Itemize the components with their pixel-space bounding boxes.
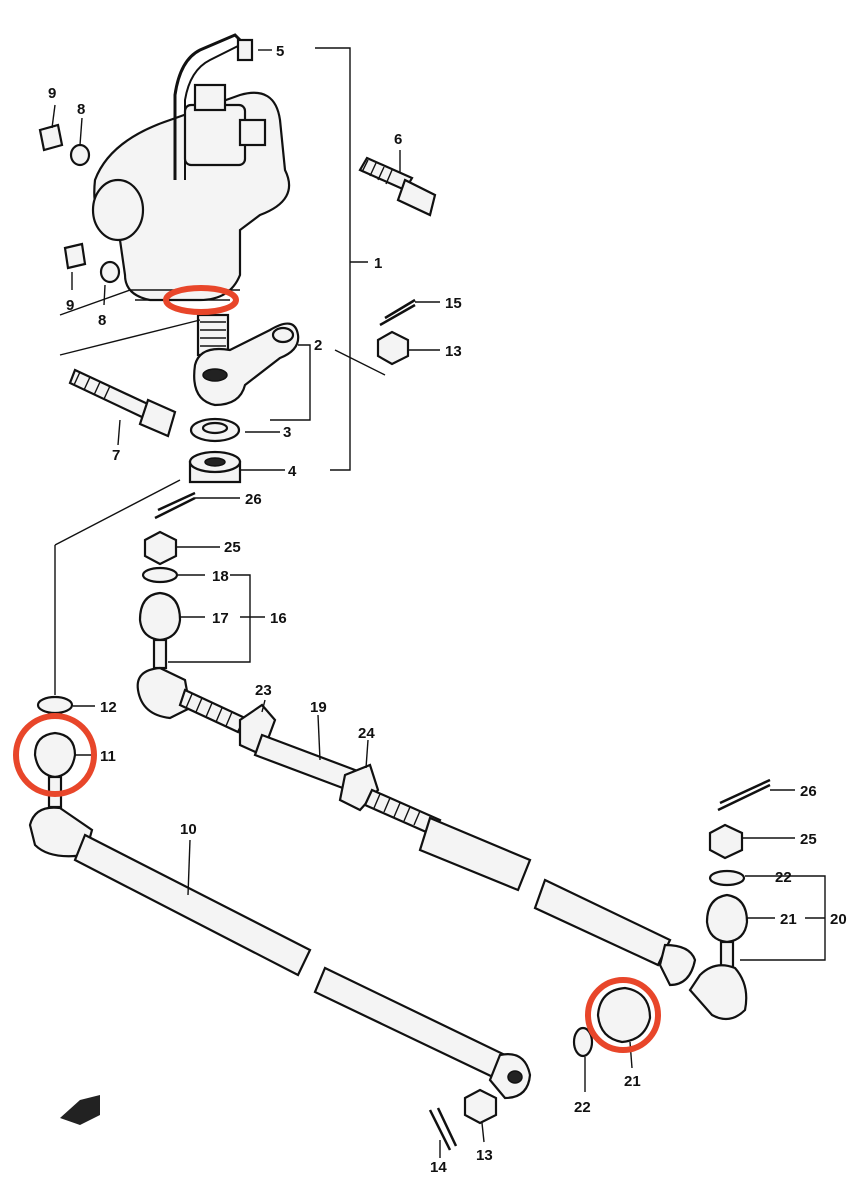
part-labels: 5 6 1 9 8 9 8 15 2 13 3 7 4 26 25 18 17 … [48,43,847,1176]
label-11: 11 [100,748,116,765]
seal-ring-22-right [708,869,746,887]
mounting-bolt-upper [358,156,437,217]
washer-8-lower [99,260,121,284]
label-10: 10 [180,821,197,838]
label-6: 6 [394,131,402,148]
label-13-upper: 13 [445,343,462,360]
highlight-oval-pitman-seal [163,285,239,315]
label-25-left: 25 [224,539,241,556]
label-18: 18 [212,568,229,585]
dust-boot-21-lower [596,986,652,1044]
label-8-lower: 8 [98,312,106,329]
label-17: 17 [212,610,229,627]
label-8-upper: 8 [77,101,85,118]
drag-link-assembly [136,666,697,987]
nut-9-upper [38,123,64,152]
seal-ring-18 [141,566,179,584]
label-9-lower: 9 [66,297,74,314]
dust-boot-21-right [705,893,749,944]
label-26-left: 26 [245,491,262,508]
label-16: 16 [270,610,287,627]
label-9-upper: 9 [48,85,56,102]
ball-stud-11 [33,731,77,779]
label-13-lower: 13 [476,1147,493,1164]
mounting-bolt-lower [68,368,177,438]
label-23: 23 [255,682,272,699]
label-22-right: 22 [775,869,792,886]
tie-rod-end-20 [688,964,748,1021]
highlight-markers [13,285,661,1053]
label-1: 1 [374,255,382,272]
castle-nut-25-left [143,530,178,566]
label-5: 5 [276,43,284,60]
highlight-circle-dust-boot [585,977,661,1053]
castle-nut-13-upper [376,330,410,366]
label-21-right: 21 [780,911,797,928]
label-14: 14 [430,1159,447,1176]
label-21-lower: 21 [624,1073,641,1090]
label-25-right: 25 [800,831,817,848]
label-20: 20 [830,911,847,928]
label-26-right: 26 [800,783,817,800]
cotter-pin-15 [379,298,416,327]
label-15: 15 [445,295,462,312]
castle-nut-25-right [708,823,744,860]
label-4: 4 [288,463,297,480]
label-3: 3 [283,424,291,441]
dust-boot-17 [138,591,182,642]
forward-arrow-icon [60,1095,100,1125]
label-24: 24 [358,725,375,742]
seal-ring-22-lower [572,1026,594,1058]
cotter-pin-26-left [154,491,196,520]
label-12: 12 [100,699,117,716]
castle-nut-13-lower [463,1088,498,1125]
leader-lines [51,47,826,1158]
label-19: 19 [310,699,327,716]
washer-8-upper [69,143,91,167]
steering-gear-box [91,33,291,302]
cotter-pin-26-right [717,778,771,812]
cotter-pin-14 [428,1107,458,1151]
label-7: 7 [112,447,120,464]
highlight-circle-ball-stud [13,713,97,797]
tie-rod-10 [28,806,532,1100]
seal-ring-12 [36,695,74,715]
pitman-arm [193,322,300,407]
label-2: 2 [314,337,322,354]
label-22-lower: 22 [574,1099,591,1116]
nut-9-lower [63,242,87,270]
